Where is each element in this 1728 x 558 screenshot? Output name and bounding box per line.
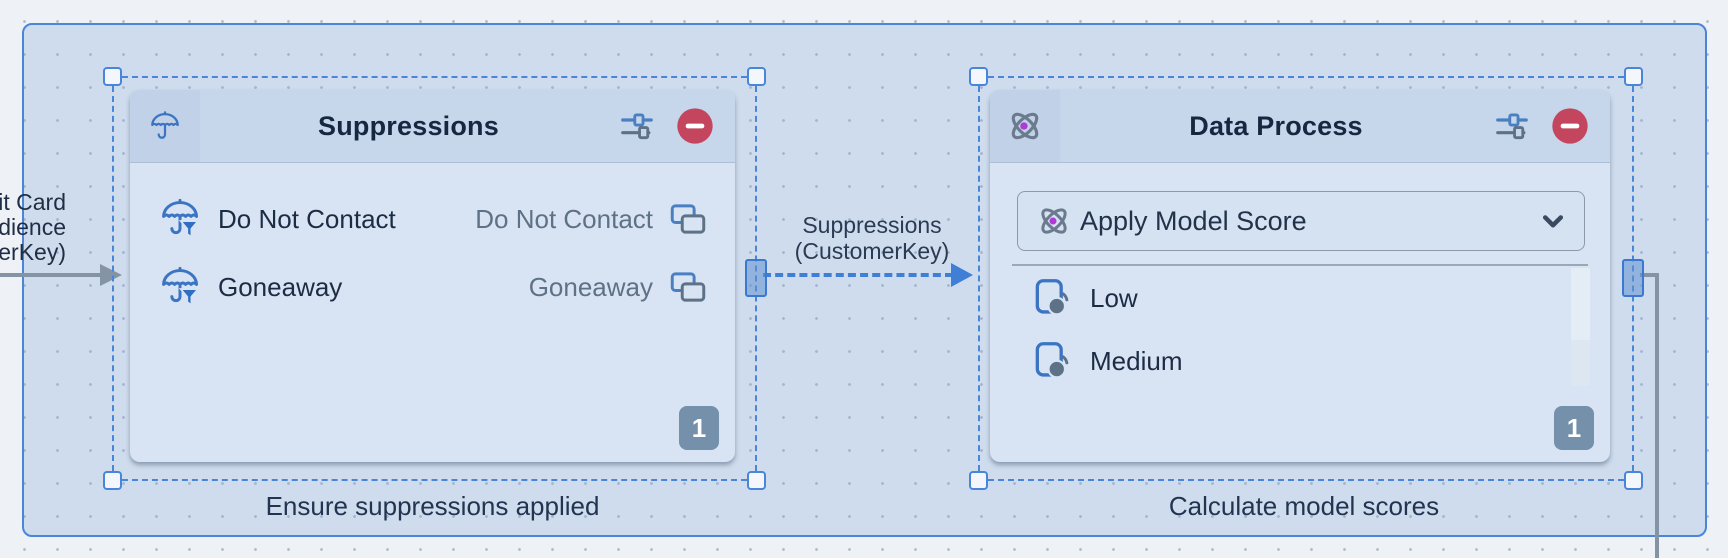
incoming-edge-line[interactable] <box>0 273 100 277</box>
node2-caption: Calculate model scores <box>1168 491 1440 521</box>
row-label: Goneaway <box>218 271 343 302</box>
node-title: Data Process <box>1189 110 1363 141</box>
remove-node-button[interactable] <box>1550 106 1590 146</box>
incoming-edge-label-line2: Audience <box>0 214 66 240</box>
node1-selection-box <box>103 67 767 490</box>
score-row-medium[interactable]: Medium <box>990 333 1610 389</box>
score-row-low[interactable]: Low <box>990 270 1610 326</box>
suppression-row-do-not-contact[interactable]: Do Not Contact Do Not Contact <box>130 191 735 247</box>
page-count-badge: 1 <box>1554 406 1594 450</box>
process-select-dropdown[interactable]: Apply Model Score <box>1017 191 1585 251</box>
row-label: Medium <box>1090 345 1183 376</box>
suppression-row-goneaway[interactable]: Goneaway Goneaway <box>130 259 735 315</box>
node-title: Suppressions <box>318 110 499 141</box>
umbrella-filter-icon <box>162 266 201 308</box>
resize-handle-top-right[interactable] <box>747 67 766 86</box>
resize-handle-bottom-right[interactable] <box>747 471 766 490</box>
connection-edge-label: Suppressions (CustomerKey) <box>740 212 1004 264</box>
settings-sliders-button[interactable] <box>617 106 657 146</box>
resize-handle-bottom-left[interactable] <box>969 471 988 490</box>
copy-icon[interactable] <box>667 266 709 308</box>
resize-handle-top-right[interactable] <box>1624 67 1643 86</box>
dropdown-selected-value: Apply Model Score <box>1080 205 1307 236</box>
resize-handle-top-left[interactable] <box>103 67 122 86</box>
node-card-data-process[interactable]: Data Process <box>990 90 1610 462</box>
settings-sliders-button[interactable] <box>1492 106 1532 146</box>
umbrella-filter-icon <box>162 198 201 240</box>
row-label: Do Not Contact <box>218 203 396 234</box>
node1-output-connector[interactable] <box>745 259 767 297</box>
incoming-edge-label-line1: Credit Card <box>0 189 66 215</box>
connection-edge-label-line2: (CustomerKey) <box>794 238 950 264</box>
card-header: Suppressions <box>130 90 735 163</box>
scrollbar-thumb[interactable] <box>1571 268 1590 340</box>
atom-icon <box>990 90 1060 162</box>
connection-edge-label-line1: Suppressions <box>802 212 942 238</box>
row-label: Low <box>1090 282 1138 313</box>
node1-caption: Ensure suppressions applied <box>265 491 600 521</box>
node2-output-connector[interactable] <box>1622 259 1644 297</box>
segment-icon <box>1035 279 1069 316</box>
resize-handle-top-left[interactable] <box>969 67 988 86</box>
incoming-edge-label-line3: (CustomerKey) <box>0 239 66 265</box>
card-header: Data Process <box>990 90 1610 163</box>
remove-node-button[interactable] <box>675 106 715 146</box>
resize-handle-bottom-right[interactable] <box>1624 471 1643 490</box>
copy-icon[interactable] <box>667 198 709 240</box>
page-count-badge: 1 <box>679 406 719 450</box>
chevron-down-icon <box>1536 204 1570 238</box>
umbrella-icon <box>130 90 200 162</box>
dropdown-divider <box>1012 264 1588 266</box>
resize-handle-bottom-left[interactable] <box>103 471 122 490</box>
incoming-edge-label: Credit Card Audience (CustomerKey) <box>0 190 66 265</box>
node2-selection-box <box>969 67 1644 490</box>
row-value: Goneaway <box>528 271 653 302</box>
incoming-edge-arrowhead <box>100 264 122 286</box>
row-value: Do Not Contact <box>475 203 653 234</box>
segment-icon <box>1035 342 1069 379</box>
atom-icon <box>1034 201 1074 241</box>
connection-edge[interactable] <box>763 273 953 277</box>
connection-edge-arrowhead <box>951 263 973 287</box>
outgoing-edge-line-v[interactable] <box>1655 273 1659 558</box>
node-card-suppressions[interactable]: Suppressions <box>130 90 735 462</box>
card-scrollbar <box>1571 268 1590 386</box>
outgoing-edge-line-h[interactable] <box>1640 273 1659 277</box>
